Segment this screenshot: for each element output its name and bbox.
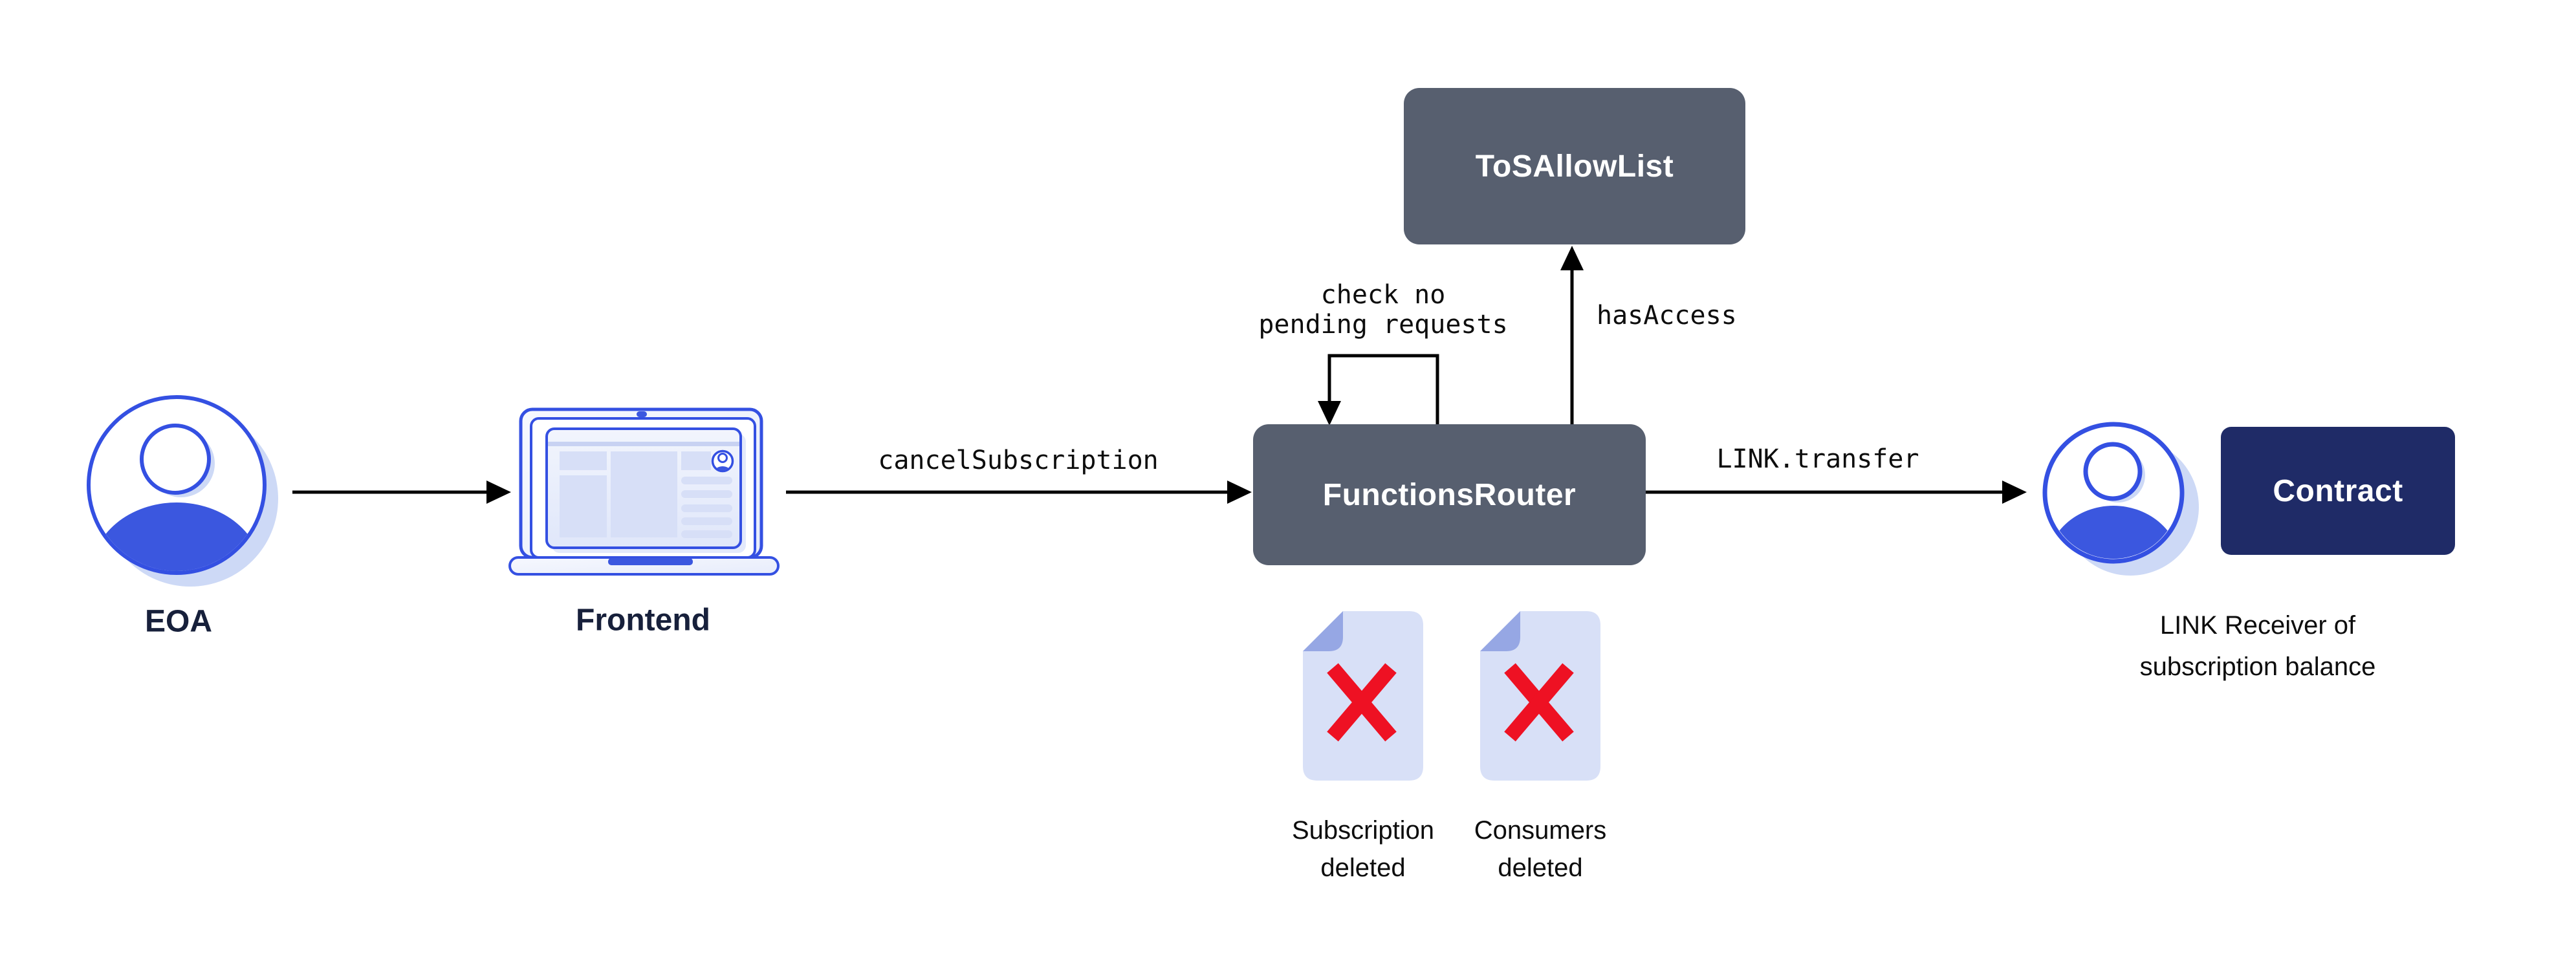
node-tos-allow-list: ToSAllowList: [1404, 88, 1745, 244]
frontend-laptop-icon: [508, 407, 780, 576]
webcam-dot: [637, 411, 647, 417]
arrow-eoa-to-frontend: [292, 481, 511, 504]
subscription-deleted-label: Subscription deleted: [1291, 816, 1435, 882]
edge-label-cancel-subscription: cancelSubscription: [878, 446, 1159, 475]
arrow-link-transfer: [1646, 481, 2027, 504]
edge-label-has-access: hasAccess: [1597, 301, 1737, 330]
consumers-deleted-label: Consumers deleted: [1474, 816, 1607, 882]
consumers-deleted-doc-icon: [1480, 611, 1600, 781]
delete-x-icon: [1504, 663, 1574, 742]
arrow-self-loop: [1318, 354, 1439, 426]
edge-label-link-transfer: LINK.transfer: [1716, 444, 1919, 474]
arrow-cancel-subscription: [786, 481, 1252, 504]
frontend-label: Frontend: [576, 603, 710, 638]
delete-x-icon: [1327, 663, 1397, 742]
link-receiver-label: LINK Receiver of subscription balance: [2139, 611, 2376, 681]
node-functions-router: FunctionsRouter: [1253, 424, 1646, 565]
window-user-avatar: [711, 449, 734, 473]
tos-allow-list-label: ToSAllowList: [1475, 149, 1674, 184]
functions-router-label: FunctionsRouter: [1322, 477, 1577, 512]
arrow-has-access: [1560, 246, 1584, 425]
node-contract: Contract: [2221, 427, 2455, 555]
eoa-avatar-icon: [87, 395, 278, 587]
subscription-deleted-doc-icon: [1303, 611, 1423, 781]
edge-label-check-pending: check no pending requests: [1258, 280, 1508, 340]
eoa-label: EOA: [144, 604, 213, 639]
link-receiver-avatar-icon: [2042, 422, 2199, 576]
contract-label: Contract: [2273, 473, 2403, 508]
